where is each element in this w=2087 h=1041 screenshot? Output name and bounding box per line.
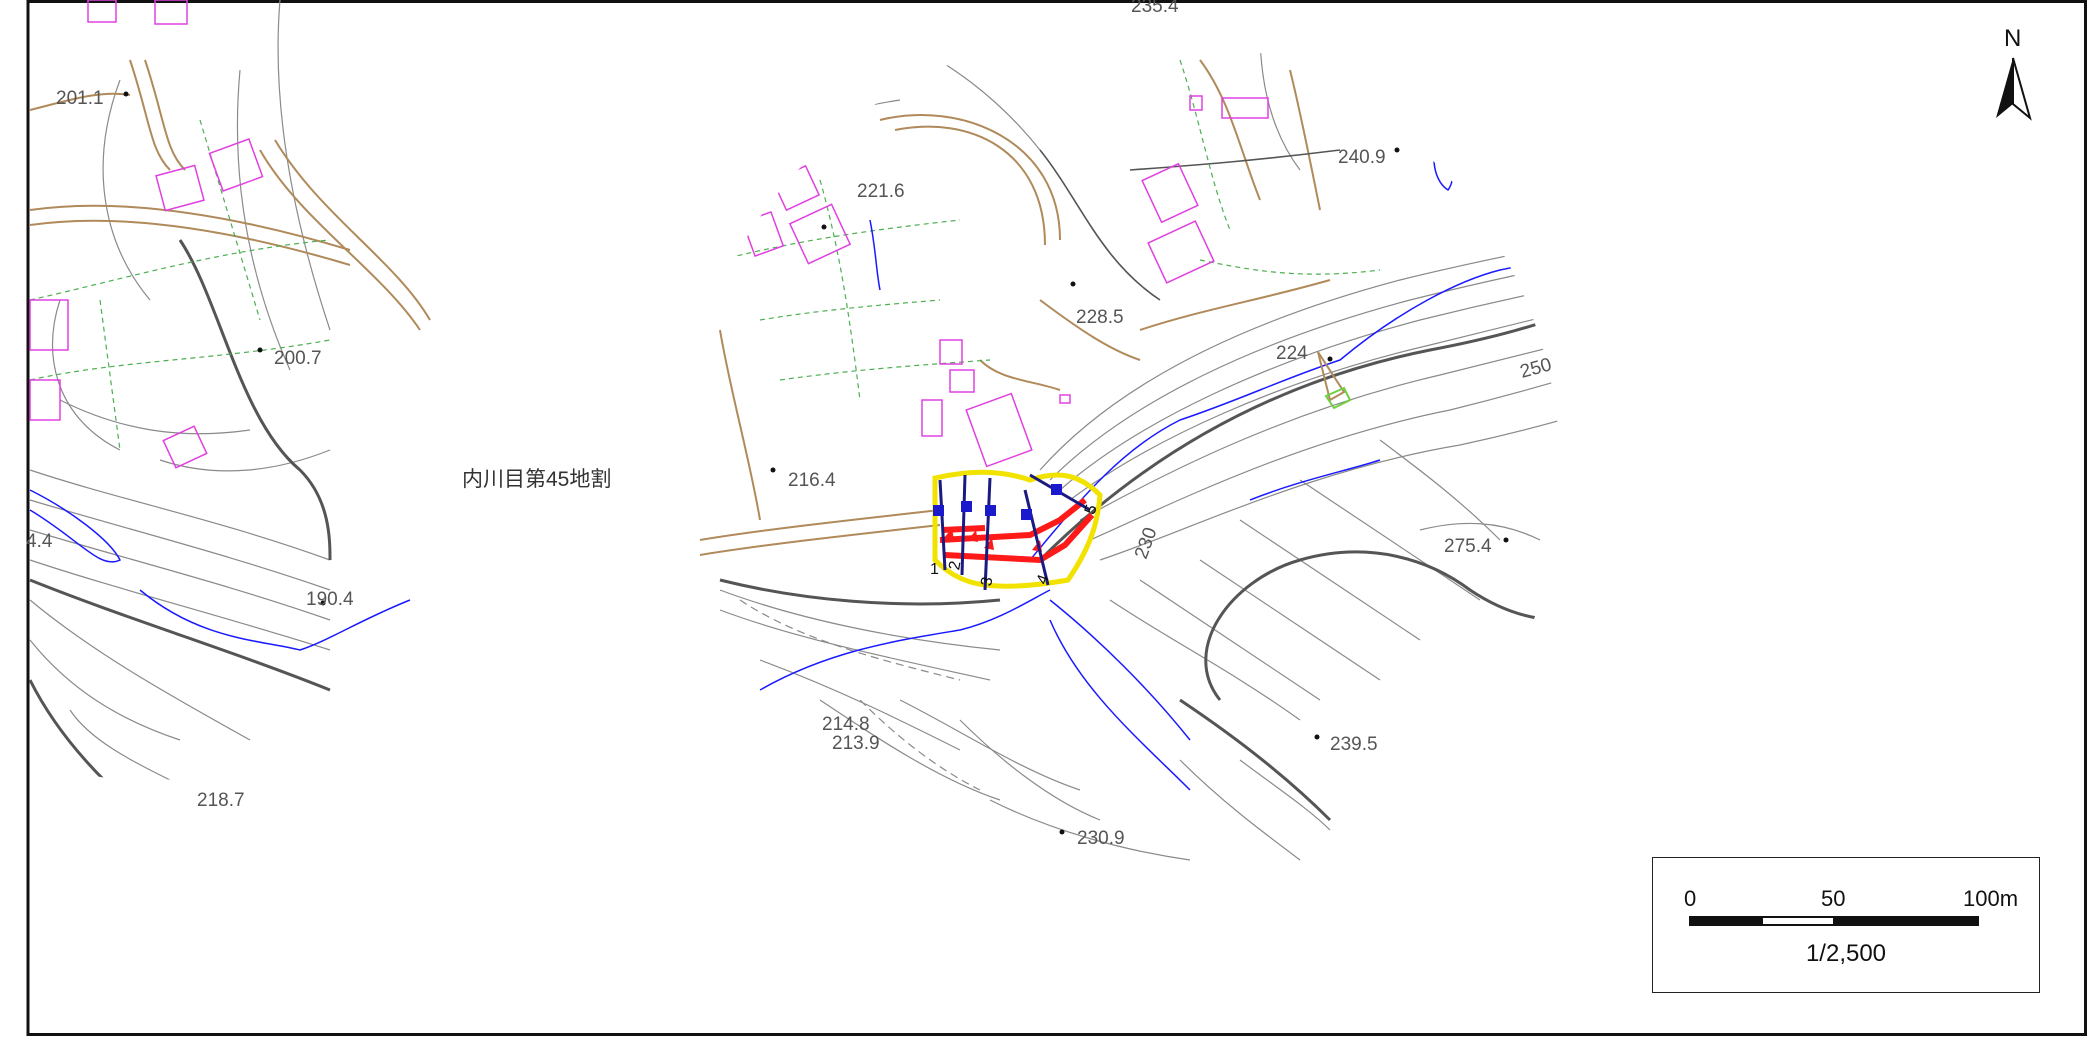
- right-map-panel: [699, 30, 1560, 861]
- right-dashed-contours: [739, 599, 981, 791]
- elevation-label: 230: [1131, 525, 1162, 562]
- elevation-label: 250: [1518, 354, 1554, 382]
- elevation-label: 239.5: [1330, 734, 1378, 755]
- north-arrow-icon: N: [1996, 25, 2032, 121]
- elevation-label: 228.5: [1076, 307, 1124, 328]
- scale-tick-0: 0: [1684, 886, 1697, 911]
- right-spot-markers: [770, 147, 1509, 835]
- right-streams: [759, 131, 1560, 791]
- elevation-label: 4.4: [26, 531, 53, 552]
- scale-tick-50: 50: [1821, 886, 1846, 911]
- scale-bar-box: 0 50 100m 1/2,500: [1652, 857, 2040, 993]
- left-buildings: [29, 0, 264, 469]
- elevation-label: 213.9: [832, 733, 880, 754]
- elevation-label: 230.9: [1077, 828, 1125, 849]
- elevation-label: 275.4: [1444, 536, 1492, 557]
- elevation-label: 201.1: [56, 88, 104, 109]
- section-markers: [933, 484, 1062, 520]
- left-spot-markers: [123, 91, 326, 606]
- elevation-label: 216.4: [788, 470, 836, 491]
- left-index-contours: [28, 239, 332, 780]
- region-label: 内川目第45地割: [462, 468, 611, 491]
- section-number: 2: [946, 560, 964, 572]
- study-area-outline: [932, 469, 1103, 589]
- scale-segment-1: [1689, 916, 1763, 926]
- section-number: 1: [930, 561, 939, 578]
- elevation-label: 190.4: [306, 589, 354, 610]
- elevation-label: 221.6: [857, 181, 905, 202]
- right-roads-grey: [859, 30, 1341, 301]
- right-roads: [699, 59, 1331, 556]
- elevation-labels: 201.1 200.7 190.4 218.7 4.4 235.4 221.6 …: [26, 0, 1554, 849]
- structure-icon: [1317, 351, 1352, 410]
- scale-tick-100m: 100m: [1963, 886, 2019, 911]
- left-boundaries: [29, 119, 331, 451]
- right-boundaries: [719, 59, 1381, 401]
- left-map-panel: [28, 0, 431, 780]
- elevation-label: 224: [1276, 343, 1308, 364]
- elevation-label: 235.4: [1131, 0, 1179, 17]
- scale-segment-3: [1833, 916, 1979, 926]
- scale-ratio: 1/2,500: [1805, 940, 1887, 967]
- left-streams: [29, 489, 411, 651]
- right-index-contours: [719, 308, 1560, 822]
- left-contours: [29, 0, 331, 780]
- left-roads: [29, 59, 431, 331]
- elevation-label: 218.7: [197, 790, 245, 811]
- elevation-label: 214.8: [822, 714, 870, 735]
- study-area: [932, 469, 1103, 591]
- scale-segment-2: [1761, 916, 1835, 926]
- north-label: N: [2004, 25, 2021, 52]
- elevation-label: 240.9: [1338, 147, 1386, 168]
- section-number: 3: [978, 576, 996, 588]
- right-buildings: [741, 95, 1269, 468]
- elevation-label: 200.7: [274, 348, 322, 369]
